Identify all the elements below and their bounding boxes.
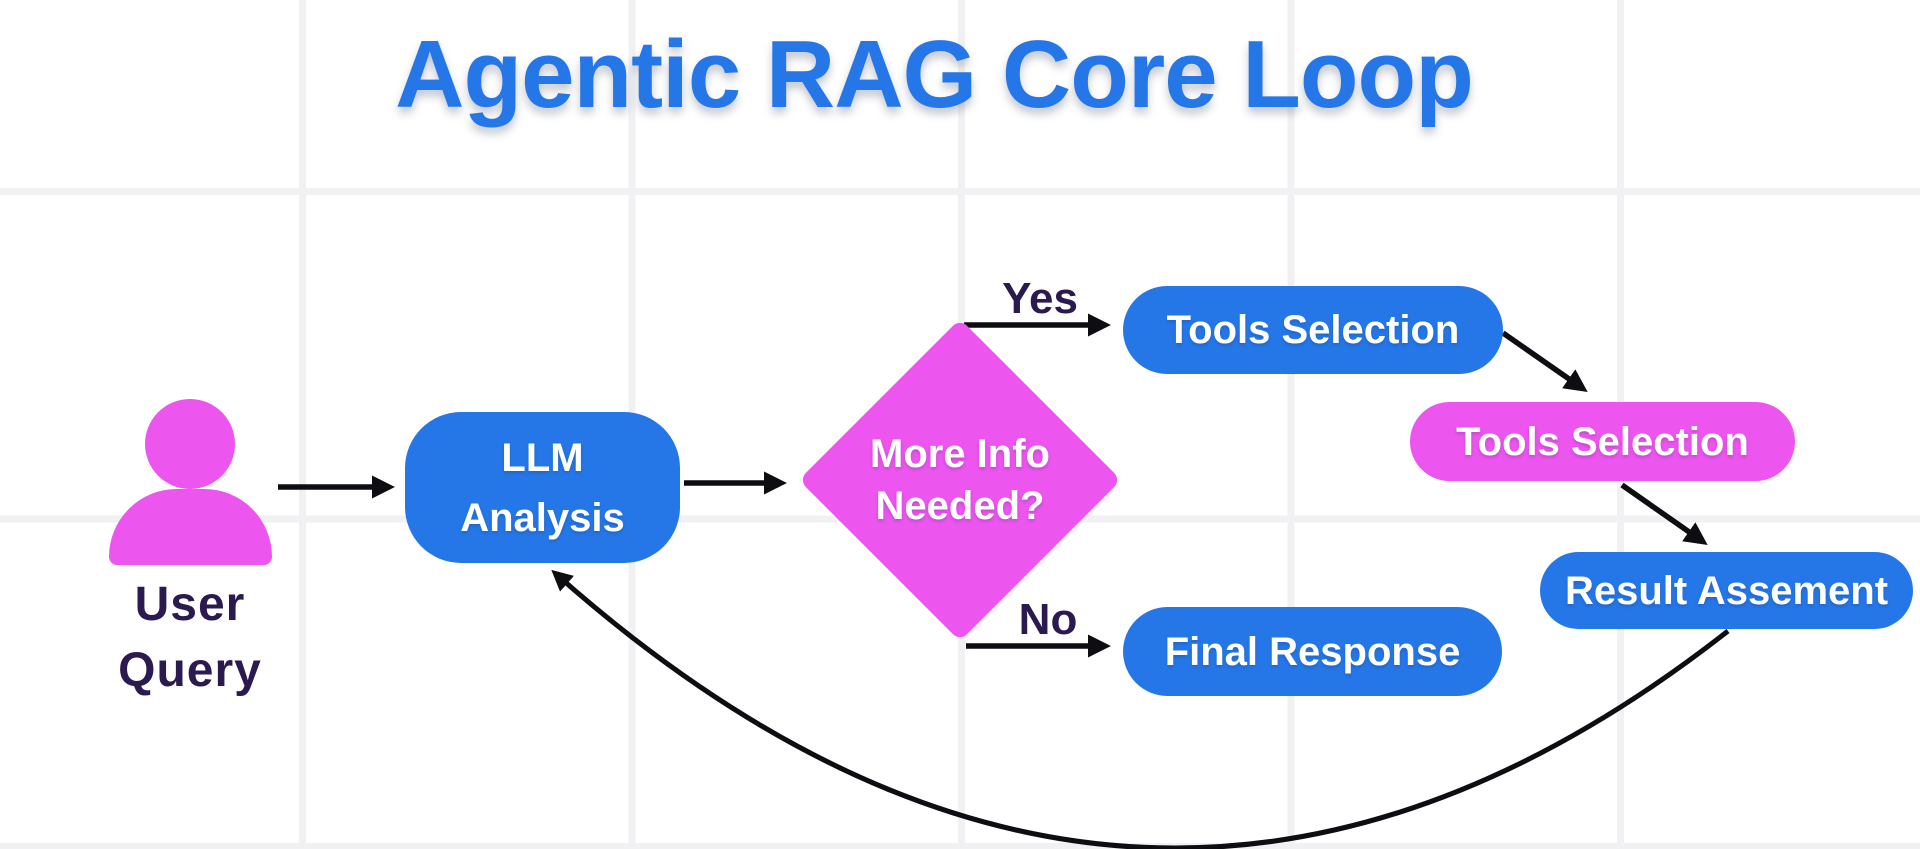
edge-tools-blue-to-tools-pink <box>1501 330 1588 392</box>
user-icon-body <box>109 489 272 565</box>
node-final-response-label: Final Response <box>1164 629 1461 674</box>
yes-edge-label: Yes <box>1002 274 1078 323</box>
node-llm-analysis: LLM Analysis <box>405 412 680 563</box>
user-query-label: User Query <box>118 578 262 698</box>
node-tools-selection-blue-label: Tools Selection <box>1166 308 1460 352</box>
no-edge-label: No <box>1018 595 1078 644</box>
node-final-response: Final Response <box>1123 607 1502 696</box>
node-tools-selection-blue: Tools Selection <box>1123 286 1503 374</box>
node-result-assessment-label: Result Assement <box>1564 568 1889 613</box>
diagram-title: Agentic RAG Core Loop <box>395 21 1474 128</box>
node-tools-selection-pink: Tools Selection <box>1410 402 1795 481</box>
node-tools-selection-pink-label: Tools Selection <box>1456 419 1749 464</box>
decision-label: More Info Needed? <box>870 432 1050 528</box>
node-llm-analysis-label: LLM Analysis <box>460 435 625 540</box>
node-result-assessment: Result Assement <box>1540 552 1913 629</box>
user-icon <box>145 399 235 489</box>
edge-tools-pink-to-result <box>1620 482 1708 545</box>
